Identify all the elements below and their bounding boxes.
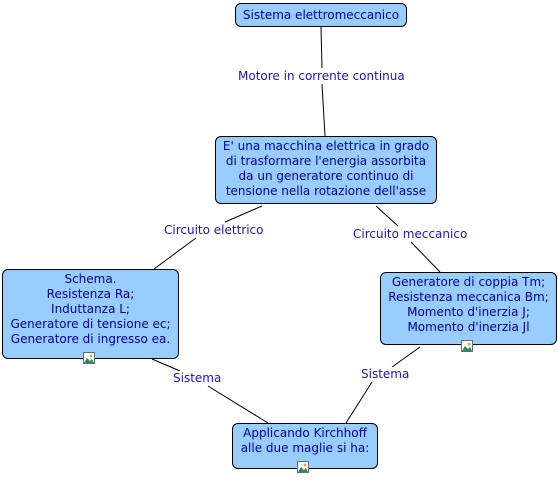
node-applicando-kirchhoff[interactable]: Applicando Kirchhoff alle due maglie si … <box>232 423 378 469</box>
node-sistema-elettromeccanico[interactable]: Sistema elettromeccanico <box>235 3 407 27</box>
connector-definition-electrical-link <box>224 205 263 223</box>
link-label-sistema-left: Sistema <box>172 371 223 385</box>
connector-mechanical-sistema <box>391 346 421 368</box>
connector-sistema-kirchhoff-left <box>207 385 269 424</box>
link-label-circuito-meccanico: Circuito meccanico <box>352 227 469 241</box>
link-label-sistema-right: Sistema <box>360 367 411 381</box>
node-circuito-elettrico[interactable]: Schema. Resistenza Ra; Induttanza L; Gen… <box>2 269 179 359</box>
link-label-circuito-elettrico: Circuito elettrico <box>163 223 265 237</box>
connector-definition-mechanical-link <box>375 205 399 227</box>
connector-motor-definition <box>321 83 326 137</box>
connector-root-motor <box>320 26 323 69</box>
node-definizione-macchina[interactable]: E' una macchina elettrica in grado di tr… <box>215 136 437 204</box>
image-resource-icon[interactable] <box>83 352 95 364</box>
connector-mechanical-link-node <box>410 241 441 273</box>
node-circuito-meccanico[interactable]: Generatore di coppia Tm; Resistenza mecc… <box>380 272 557 345</box>
connector-electrical-sistema <box>151 358 181 372</box>
image-resource-icon[interactable] <box>461 340 473 352</box>
connector-electrical-link-node <box>153 237 197 270</box>
image-resource-icon[interactable] <box>297 461 309 473</box>
connector-sistema-kirchhoff-right <box>345 381 373 424</box>
link-label-motore: Motore in corrente continua <box>237 69 406 83</box>
